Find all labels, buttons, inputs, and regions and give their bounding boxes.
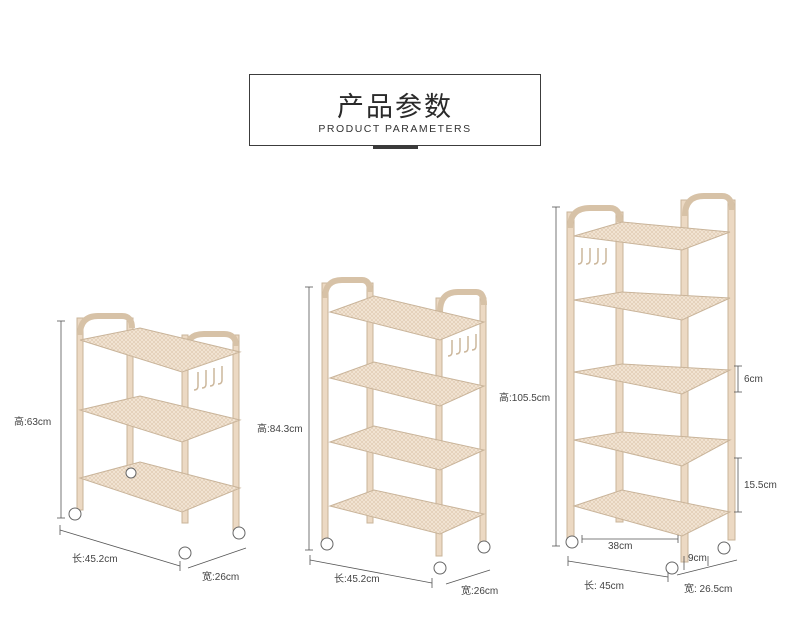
cart-4-tier — [320, 277, 491, 575]
cart-5-tier-dimension-lines — [552, 206, 742, 582]
section-title-cn: 产品参数 — [337, 92, 453, 123]
cart-4-tier-length-label: 长:45.2cm — [334, 574, 380, 585]
section-title-en: PRODUCT PARAMETERS — [318, 123, 472, 135]
cart-4-tier-dimension-lines — [305, 286, 491, 588]
cart-5-tier — [565, 193, 736, 575]
cart-5-tier-inner-width-label: 38cm — [608, 541, 633, 552]
cart-5-tier-height-label: 高:105.5cm — [499, 393, 551, 404]
cart-5-tier-depth-gap-label: 9cm — [688, 553, 707, 564]
cart-5-tier-bottom-gap-label: 15.5cm — [744, 480, 777, 491]
cart-3-tier-width-label: 宽:26cm — [202, 572, 240, 583]
cart-3-tier-dimension-lines — [57, 320, 247, 571]
cart-3-tier-length-label: 长:45.2cm — [72, 554, 118, 565]
cart-5-tier-width-label: 宽: 26.5cm — [684, 584, 733, 595]
cart-3-tier-height-label: 高:63cm — [14, 417, 52, 428]
cart-4-tier-width-label: 宽:26cm — [461, 586, 499, 597]
section-header: 产品参数 PRODUCT PARAMETERS — [249, 74, 541, 149]
title-accent-bar — [373, 145, 418, 149]
cart-3-tier — [68, 313, 246, 560]
cart-4-tier-height-label: 高:84.3cm — [257, 424, 303, 435]
cart-5-tier-shelf-gap-label: 6cm — [744, 374, 763, 385]
cart-5-tier-length-label: 长: 45cm — [584, 581, 625, 592]
